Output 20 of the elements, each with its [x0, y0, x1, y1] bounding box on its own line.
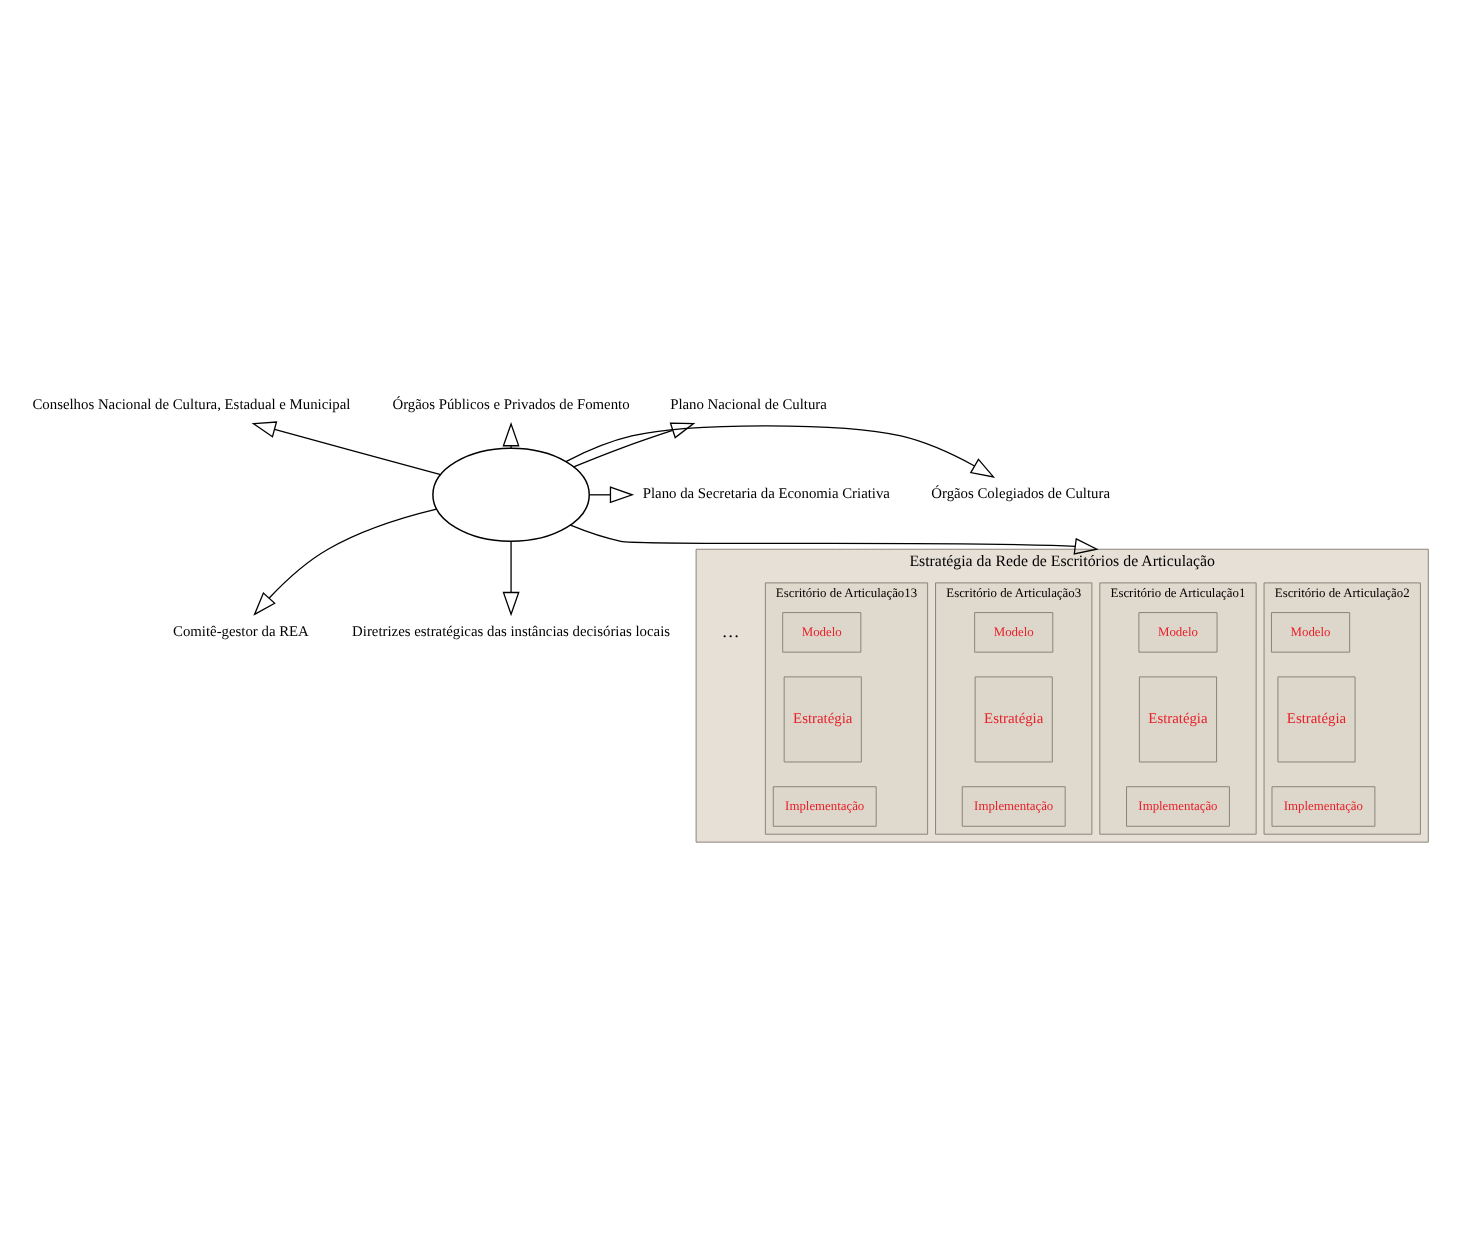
arrow [565, 424, 996, 477]
arrow [502, 539, 520, 616]
node-box: Estratégia [1277, 675, 1356, 762]
node-box: Estratégia [783, 675, 862, 762]
node-text: Órgãos Colegiados de Cultura [931, 483, 1110, 502]
node-text: Plano Nacional de Cultura [670, 394, 827, 413]
arrow [502, 421, 520, 448]
node-text: Conselhos Nacional de Cultura, Estadual e Municipal [32, 394, 351, 413]
arrow [251, 420, 442, 475]
arrow [588, 485, 635, 503]
node-text: Plano da Secretaria da Economia Criativa [642, 483, 890, 502]
arrow [253, 507, 438, 615]
node-box: Estratégia [1138, 675, 1218, 762]
arrow [573, 421, 696, 467]
node-text: Diretrizes estratégicas das instâncias decisórias locais [352, 620, 671, 639]
node-text: Comitê-gestor da REA [173, 620, 309, 639]
node-text: Órgãos Públicos e Privados de Fomento [392, 394, 630, 413]
arrow [569, 523, 1099, 554]
node-box: Estratégia [974, 675, 1053, 762]
label: … [721, 619, 740, 640]
